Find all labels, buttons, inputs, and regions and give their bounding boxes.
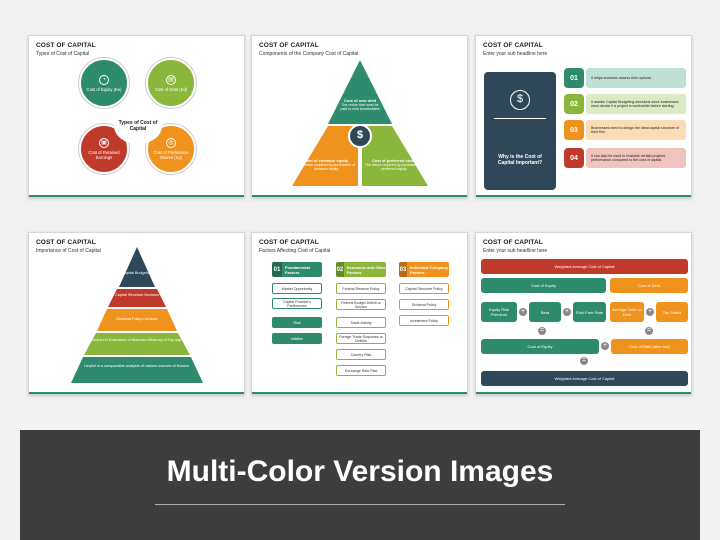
- factor-item: Country Risk: [336, 349, 386, 360]
- cost-of-debt-bar: Cost of Debt: [610, 278, 688, 293]
- factor-item: Inflation: [272, 333, 322, 344]
- item-number: 03: [564, 120, 584, 140]
- pyramid-graphic: [71, 247, 203, 383]
- triangle-right-segment: [362, 126, 428, 186]
- factor-column-header: 01 Fundamental Factors: [272, 262, 322, 277]
- slide-why-important[interactable]: COST OF CAPITAL Enter your sub headline …: [475, 35, 692, 198]
- plant-coin-icon: $: [510, 90, 530, 110]
- circle-cost-of-preference-shares: ◎ Cost of Preference Shares (Kp): [146, 124, 196, 174]
- banner-title: Multi-Color Version Images: [166, 455, 554, 488]
- item-text: It assists Capital Budgeting decisions s…: [586, 94, 686, 114]
- slide-subtitle: Components of the Company Cost of Capita…: [259, 51, 359, 57]
- factor-item: Federal Budget Deficit or Surplus: [336, 299, 386, 310]
- result-cost-of-debt: Cost of Debt (after-tax): [611, 339, 688, 354]
- level-label: Dividend Policy Decision: [116, 317, 158, 321]
- circle-cost-of-debt: ▤ Cost of Debt (Kd): [146, 58, 196, 108]
- plus-icon: +: [601, 342, 609, 350]
- slide-wacc-flow[interactable]: COST OF CAPITAL Enter your sub headline …: [475, 232, 692, 395]
- slide-title: COST OF CAPITAL: [483, 42, 543, 49]
- top-component: Cost of new debt The return that must be…: [340, 98, 380, 112]
- factor-item: Exchange Rate Risk: [336, 365, 386, 376]
- slide-title: COST OF CAPITAL: [483, 239, 543, 246]
- center-label: Types of Cost of Capital: [114, 108, 162, 144]
- factor-item: Trade Activity: [336, 317, 386, 328]
- slide-title: COST OF CAPITAL: [36, 239, 96, 246]
- level-label: Helpful in a comparative analysis of var…: [84, 364, 190, 368]
- plus-icon: +: [519, 308, 527, 316]
- slide-title: COST OF CAPITAL: [259, 42, 319, 49]
- factor-item: Dividend Policy: [399, 299, 449, 310]
- level-label: Capital Budgeting: [122, 271, 152, 275]
- tax-shield-box: Tax Shield: [656, 302, 688, 322]
- equals-icon: =: [645, 327, 653, 335]
- plus-icon: +: [646, 308, 654, 316]
- pyramid-level-4: [84, 333, 190, 355]
- slide-subtitle: Enter your sub headline here: [483, 51, 548, 57]
- item-text: Businesses need to design the ideal capi…: [586, 120, 686, 140]
- coins-icon: ◎: [166, 138, 176, 148]
- triangle-graphic: [292, 60, 428, 186]
- factor-item: Risk: [272, 317, 322, 328]
- plus-icon: +: [563, 308, 571, 316]
- factor-item: Investment Policy: [399, 315, 449, 326]
- factor-item: Capital Structure Policy: [399, 283, 449, 294]
- banner: Multi-Color Version Images: [20, 430, 700, 540]
- item-number: 02: [564, 94, 584, 114]
- divider: [494, 118, 546, 119]
- average-yield-box: Average Yield on Debt: [610, 302, 644, 322]
- equity-risk-premium-box: Equity Risk Premium: [481, 302, 517, 322]
- right-component: Cost of preferred stock The return requi…: [364, 158, 424, 172]
- pyramid-level-3: [97, 309, 177, 331]
- triangle-left-segment: [292, 126, 358, 186]
- pyramid-level-2: [108, 289, 166, 307]
- item-number: 04: [564, 148, 584, 168]
- result-cost-of-equity: Cost of Equity: [481, 339, 599, 354]
- left-component: Cost of common equity The return require…: [296, 158, 356, 172]
- slide-components-cost-of-capital[interactable]: COST OF CAPITAL Components of the Compan…: [251, 35, 468, 198]
- slide-types-cost-of-capital[interactable]: COST OF CAPITAL Types of Cost of Capital…: [28, 35, 245, 198]
- factor-item: Foreign Trade Surpluses or Deficits: [336, 333, 386, 344]
- wallet-icon: ▣: [99, 138, 109, 148]
- dollar-circle: [348, 124, 372, 148]
- level-label: Helpful in Evaluation of financial effic…: [91, 338, 183, 342]
- slide-importance-pyramid[interactable]: COST OF CAPITAL Importance of Cost of Ca…: [28, 232, 245, 395]
- triangle-top-segment: [328, 60, 392, 124]
- slide-subtitle: Enter your sub headline here: [483, 248, 548, 254]
- factor-column-header: 02 Economic and Other Factors: [336, 262, 386, 277]
- panel-label: Why is the Cost of Capital Important?: [497, 154, 543, 166]
- level-label: Capital Structure Decision: [115, 293, 159, 297]
- wacc-top-bar: Weighted Average Cost of Capital: [481, 259, 688, 274]
- why-panel: $ Why is the Cost of Capital Important?: [484, 72, 556, 190]
- factor-item: Federal Reserve Policy: [336, 283, 386, 294]
- item-number: 01: [564, 68, 584, 88]
- item-text: It can also be used to evaluate certain …: [586, 148, 686, 168]
- banner-underline: [155, 504, 565, 505]
- slide-subtitle: Factors Affecting Cost of Capital: [259, 248, 331, 254]
- slide-subtitle: Importance of Cost of Capital: [36, 248, 101, 254]
- pyramid-level-5: [71, 357, 203, 383]
- item-text: It helps investors assess their options.: [586, 68, 686, 88]
- slide-factors-affecting[interactable]: COST OF CAPITAL Factors Affecting Cost o…: [251, 232, 468, 395]
- factor-item: Capital Provider's Preferences: [272, 298, 322, 309]
- risk-free-rate-box: Risk-Free Rate: [573, 302, 606, 322]
- slide-subtitle: Types of Cost of Capital: [36, 51, 90, 57]
- circle-cost-of-equity: ◔ Cost of Equity (Ke): [79, 58, 129, 108]
- equals-icon: =: [580, 357, 588, 365]
- cost-of-equity-bar: Cost of Equity: [481, 278, 606, 293]
- factor-item: Market Opportunity: [272, 283, 322, 294]
- wacc-bottom-bar: Weighted Average Cost of Capital: [481, 371, 688, 386]
- document-icon: ▤: [166, 74, 176, 85]
- slide-title: COST OF CAPITAL: [259, 239, 319, 246]
- chart-icon: ◔: [99, 74, 109, 85]
- dollar-icon: $: [356, 129, 364, 141]
- pyramid-level-1: [119, 247, 155, 287]
- factor-column-header: 03 Individual Company Factors: [399, 262, 449, 277]
- beta-box: Beta: [529, 302, 561, 322]
- equals-icon: =: [538, 327, 546, 335]
- slide-title: COST OF CAPITAL: [36, 42, 96, 49]
